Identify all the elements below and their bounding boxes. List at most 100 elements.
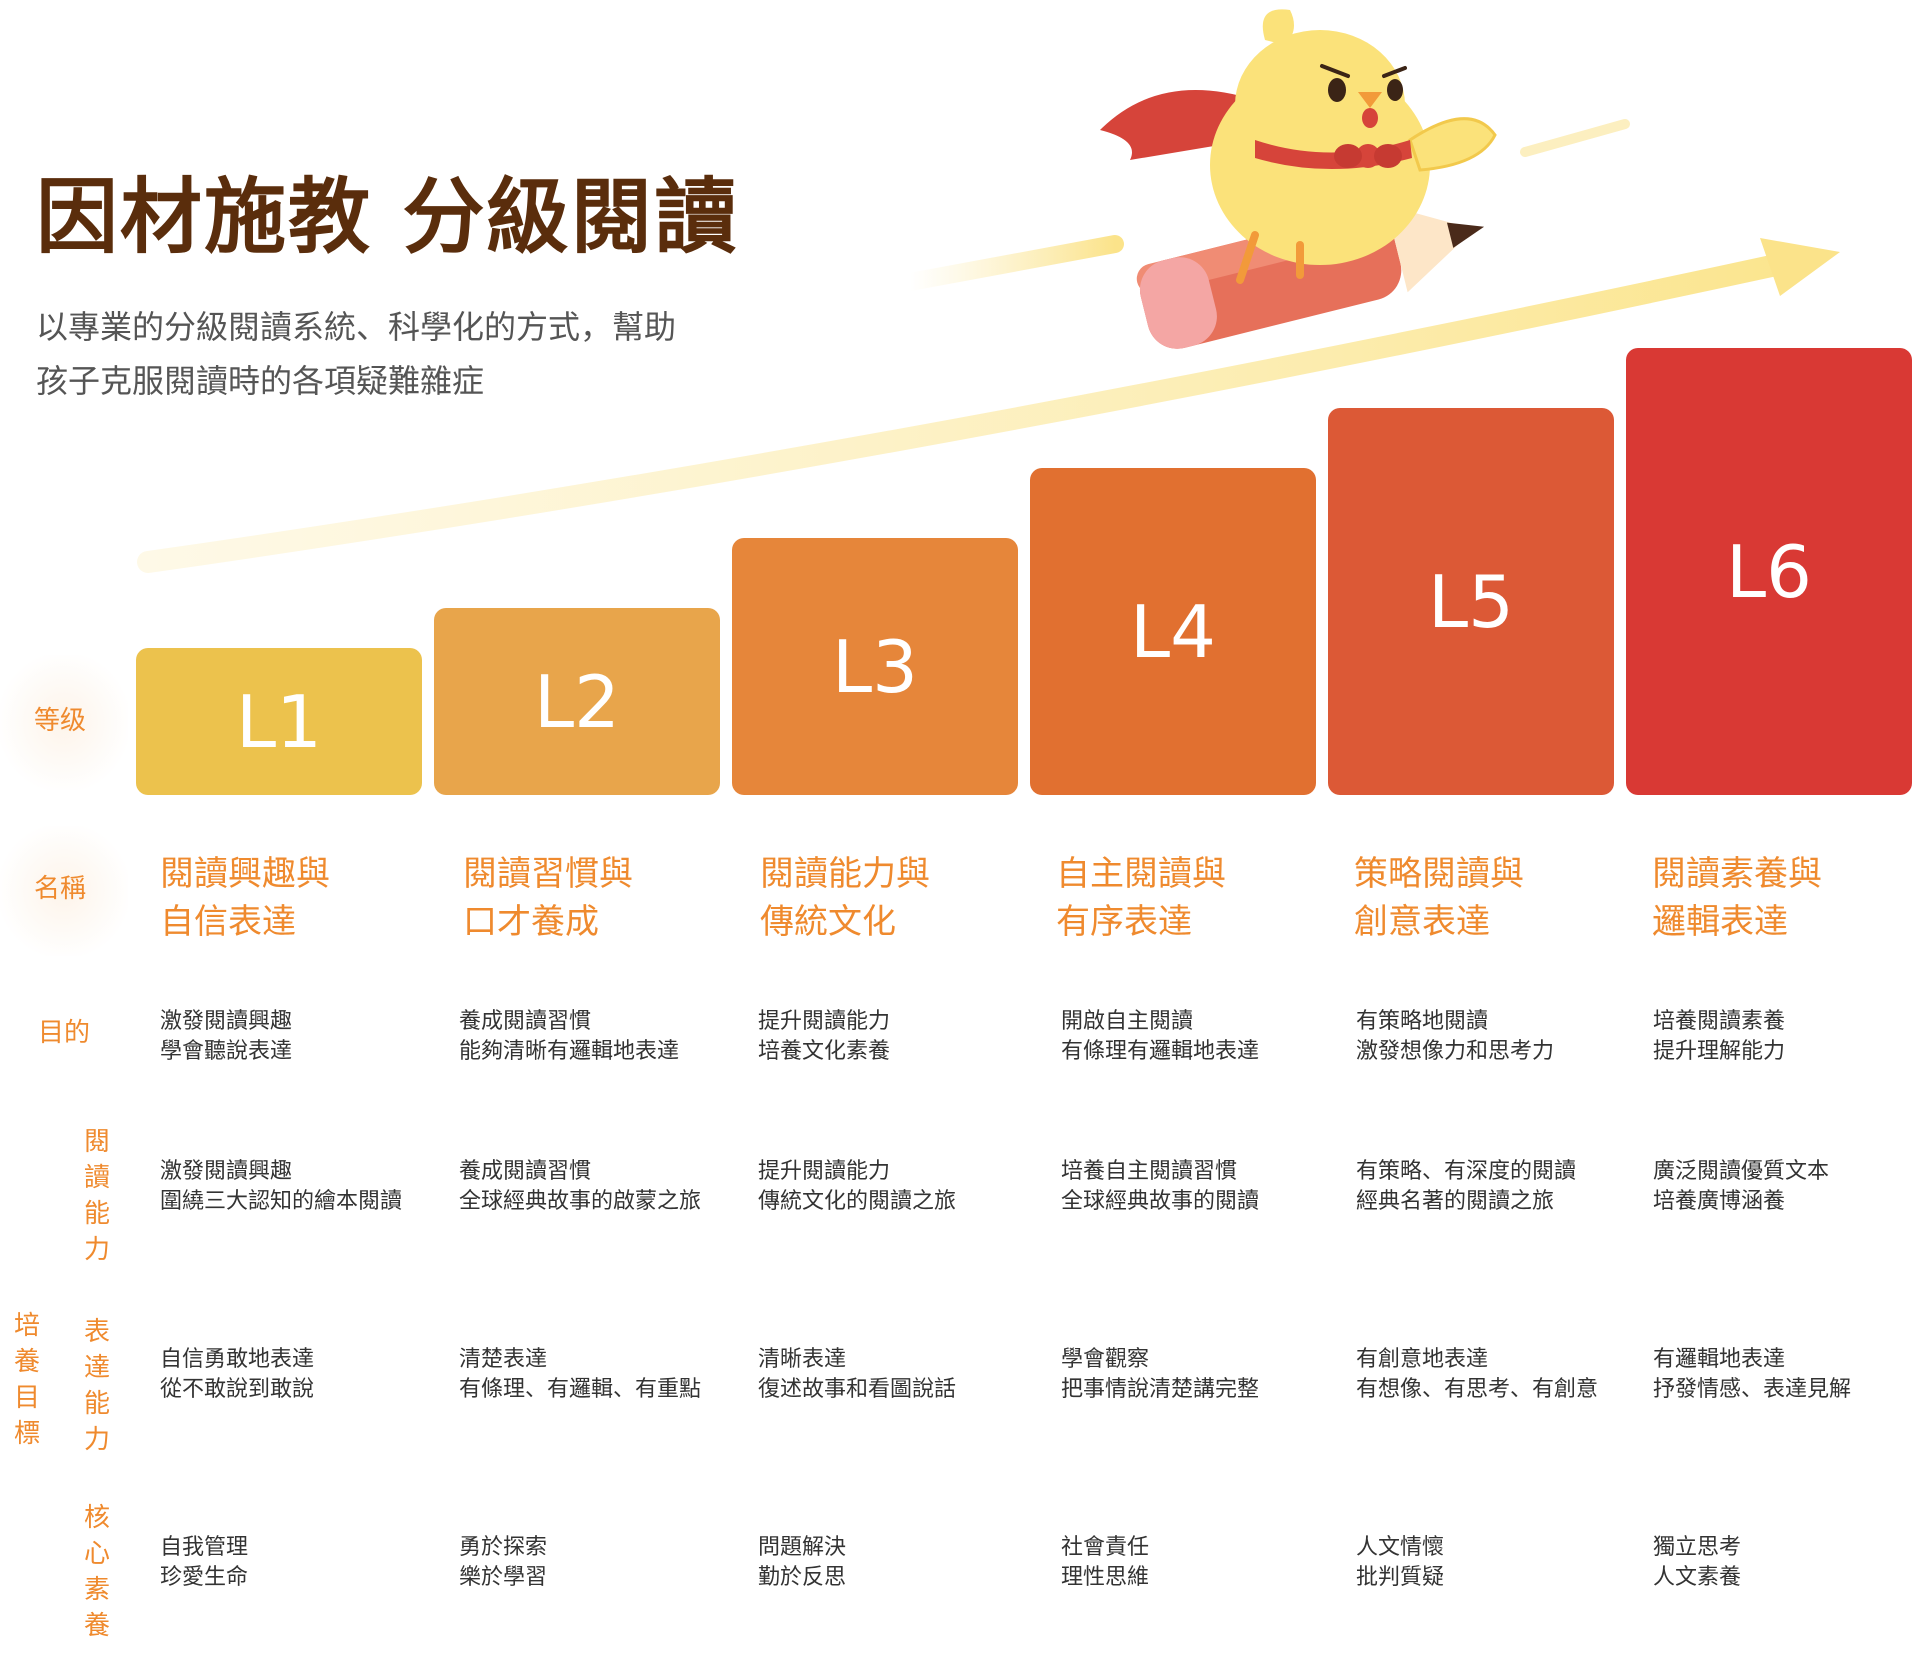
text-line: 有條理、有邏輯、有重點 bbox=[459, 1377, 702, 1402]
text-line: 培養文化素養 bbox=[758, 1039, 891, 1064]
level-name-line: 閱讀能力與 bbox=[760, 854, 930, 894]
level-label: L4 bbox=[1130, 589, 1216, 674]
text-line: 激發想像力和思考力 bbox=[1356, 1039, 1555, 1064]
text-line: 清晰表達 bbox=[758, 1347, 847, 1372]
text-line: 提升閱讀能力 bbox=[758, 1009, 891, 1034]
level-bar-l1: L1 bbox=[136, 648, 422, 795]
level-core: 獨立思考人文素養 bbox=[1653, 1533, 1912, 1593]
level-reading: 養成閱讀習慣全球經典故事的啟蒙之旅 bbox=[459, 1157, 749, 1217]
text-line: 學會觀察 bbox=[1061, 1347, 1150, 1372]
level-reading: 培養自主閱讀習慣全球經典故事的閱讀 bbox=[1061, 1157, 1351, 1217]
text-line: 養成閱讀習慣 bbox=[459, 1009, 592, 1034]
level-name-line: 口才養成 bbox=[463, 902, 599, 942]
text-line: 全球經典故事的啟蒙之旅 bbox=[459, 1189, 702, 1214]
text-line: 問題解決 bbox=[758, 1535, 847, 1560]
level-purpose: 提升閱讀能力培養文化素養 bbox=[758, 1007, 1048, 1067]
text-line: 傳統文化的閱讀之旅 bbox=[758, 1189, 957, 1214]
text-line: 樂於學習 bbox=[459, 1565, 548, 1590]
level-name-line: 有序表達 bbox=[1056, 902, 1192, 942]
text-line: 從不敢說到敢說 bbox=[160, 1377, 315, 1402]
text-line: 有策略、有深度的閱讀 bbox=[1356, 1159, 1577, 1184]
text-line: 養成閱讀習慣 bbox=[459, 1159, 592, 1184]
row-label-reading: 閱讀能力 bbox=[83, 1127, 110, 1265]
level-purpose: 開啟自主閱讀有條理有邏輯地表達 bbox=[1061, 1007, 1351, 1067]
row-label-name: 名稱 bbox=[34, 874, 87, 904]
level-name-line: 閱讀習慣與 bbox=[463, 854, 633, 894]
level-name-line: 閱讀素養與 bbox=[1652, 854, 1822, 894]
level-name-line: 閱讀興趣與 bbox=[160, 854, 330, 894]
level-bar-l3: L3 bbox=[732, 538, 1018, 795]
text-line: 社會責任 bbox=[1061, 1535, 1150, 1560]
level-bar-l5: L5 bbox=[1328, 408, 1614, 795]
text-line: 能夠清晰有邏輯地表達 bbox=[459, 1039, 680, 1064]
level-expression: 有邏輯地表達抒發情感、表達見解 bbox=[1653, 1345, 1912, 1405]
text-line: 有邏輯地表達 bbox=[1653, 1347, 1786, 1372]
text-line: 圍繞三大認知的繪本閱讀 bbox=[160, 1189, 403, 1214]
level-expression: 清晰表達復述故事和看圖說話 bbox=[758, 1345, 1048, 1405]
text-line: 提升理解能力 bbox=[1653, 1039, 1786, 1064]
level-core: 人文情懷批判質疑 bbox=[1356, 1533, 1646, 1593]
level-name: 策略閱讀與創意表達 bbox=[1354, 850, 1644, 946]
text-line: 有想像、有思考、有創意 bbox=[1356, 1377, 1599, 1402]
level-bar-l4: L4 bbox=[1030, 468, 1316, 795]
row-label-bg bbox=[0, 826, 128, 956]
chick-mascot-icon bbox=[1100, 9, 1497, 349]
text-line: 批判質疑 bbox=[1356, 1565, 1445, 1590]
level-label: L2 bbox=[534, 659, 620, 744]
text-line: 勇於探索 bbox=[459, 1535, 548, 1560]
text-line: 經典名著的閱讀之旅 bbox=[1356, 1189, 1555, 1214]
level-core: 問題解決勤於反思 bbox=[758, 1533, 1048, 1593]
level-label: L6 bbox=[1726, 529, 1812, 614]
level-name: 閱讀能力與傳統文化 bbox=[760, 850, 1050, 946]
level-purpose: 激發閱讀興趣學會聽說表達 bbox=[160, 1007, 450, 1067]
text-line: 有策略地閱讀 bbox=[1356, 1009, 1489, 1034]
speed-line-icon bbox=[1520, 119, 1630, 157]
text-line: 人文情懷 bbox=[1356, 1535, 1445, 1560]
level-expression: 清楚表達有條理、有邏輯、有重點 bbox=[459, 1345, 749, 1405]
level-core: 自我管理珍愛生命 bbox=[160, 1533, 450, 1593]
level-purpose: 養成閱讀習慣能夠清晰有邏輯地表達 bbox=[459, 1007, 749, 1067]
level-name-line: 傳統文化 bbox=[760, 902, 896, 942]
level-name-line: 創意表達 bbox=[1354, 902, 1490, 942]
level-name: 自主閱讀與有序表達 bbox=[1056, 850, 1346, 946]
page-title: 因材施教 分級閱讀 bbox=[36, 170, 739, 265]
row-label-core: 核心素養 bbox=[83, 1503, 110, 1641]
text-line: 獨立思考 bbox=[1653, 1535, 1742, 1560]
text-line: 激發閱讀興趣 bbox=[160, 1009, 293, 1034]
text-line: 珍愛生命 bbox=[160, 1565, 249, 1590]
text-line: 學會聽說表達 bbox=[160, 1039, 293, 1064]
text-line: 把事情說清楚講完整 bbox=[1061, 1377, 1260, 1402]
level-name-line: 自信表達 bbox=[160, 902, 296, 942]
level-reading: 有策略、有深度的閱讀經典名著的閱讀之旅 bbox=[1356, 1157, 1646, 1217]
text-line: 自我管理 bbox=[160, 1535, 249, 1560]
text-line: 有創意地表達 bbox=[1356, 1347, 1489, 1372]
text-line: 開啟自主閱讀 bbox=[1061, 1009, 1194, 1034]
text-line: 人文素養 bbox=[1653, 1565, 1742, 1590]
level-name: 閱讀習慣與口才養成 bbox=[463, 850, 753, 946]
level-purpose: 培養閱讀素養提升理解能力 bbox=[1653, 1007, 1912, 1067]
row-label-goal-group: 培養目標 bbox=[13, 1311, 40, 1449]
text-line: 有條理有邏輯地表達 bbox=[1061, 1039, 1260, 1064]
level-name-line: 自主閱讀與 bbox=[1056, 854, 1226, 894]
level-name: 閱讀素養與邏輯表達 bbox=[1652, 850, 1912, 946]
row-label-purpose: 目的 bbox=[38, 1018, 91, 1048]
text-line: 復述故事和看圖說話 bbox=[758, 1377, 957, 1402]
row-label-bg bbox=[0, 655, 128, 790]
level-name-line: 邏輯表達 bbox=[1652, 902, 1788, 942]
level-purpose: 有策略地閱讀激發想像力和思考力 bbox=[1356, 1007, 1646, 1067]
text-line: 自信勇敢地表達 bbox=[160, 1347, 315, 1372]
level-label: L3 bbox=[832, 624, 918, 709]
text-line: 培養廣博涵養 bbox=[1653, 1189, 1786, 1214]
level-expression: 自信勇敢地表達從不敢說到敢說 bbox=[160, 1345, 450, 1405]
growth-arrow-icon bbox=[137, 238, 1840, 573]
level-expression: 有創意地表達有想像、有思考、有創意 bbox=[1356, 1345, 1646, 1405]
text-line: 培養自主閱讀習慣 bbox=[1061, 1159, 1238, 1184]
level-bar-l6: L6 bbox=[1626, 348, 1912, 795]
text-line: 清楚表達 bbox=[459, 1347, 548, 1372]
level-bar-l2: L2 bbox=[434, 608, 720, 795]
text-line: 培養閱讀素養 bbox=[1653, 1009, 1786, 1034]
level-core: 勇於探索樂於學習 bbox=[459, 1533, 749, 1593]
text-line: 理性思維 bbox=[1061, 1565, 1150, 1590]
page-subtitle: 以專業的分級閱讀系統、科學化的方式，幫助 孩子克服閱讀時的各項疑難雜症 bbox=[36, 300, 796, 408]
